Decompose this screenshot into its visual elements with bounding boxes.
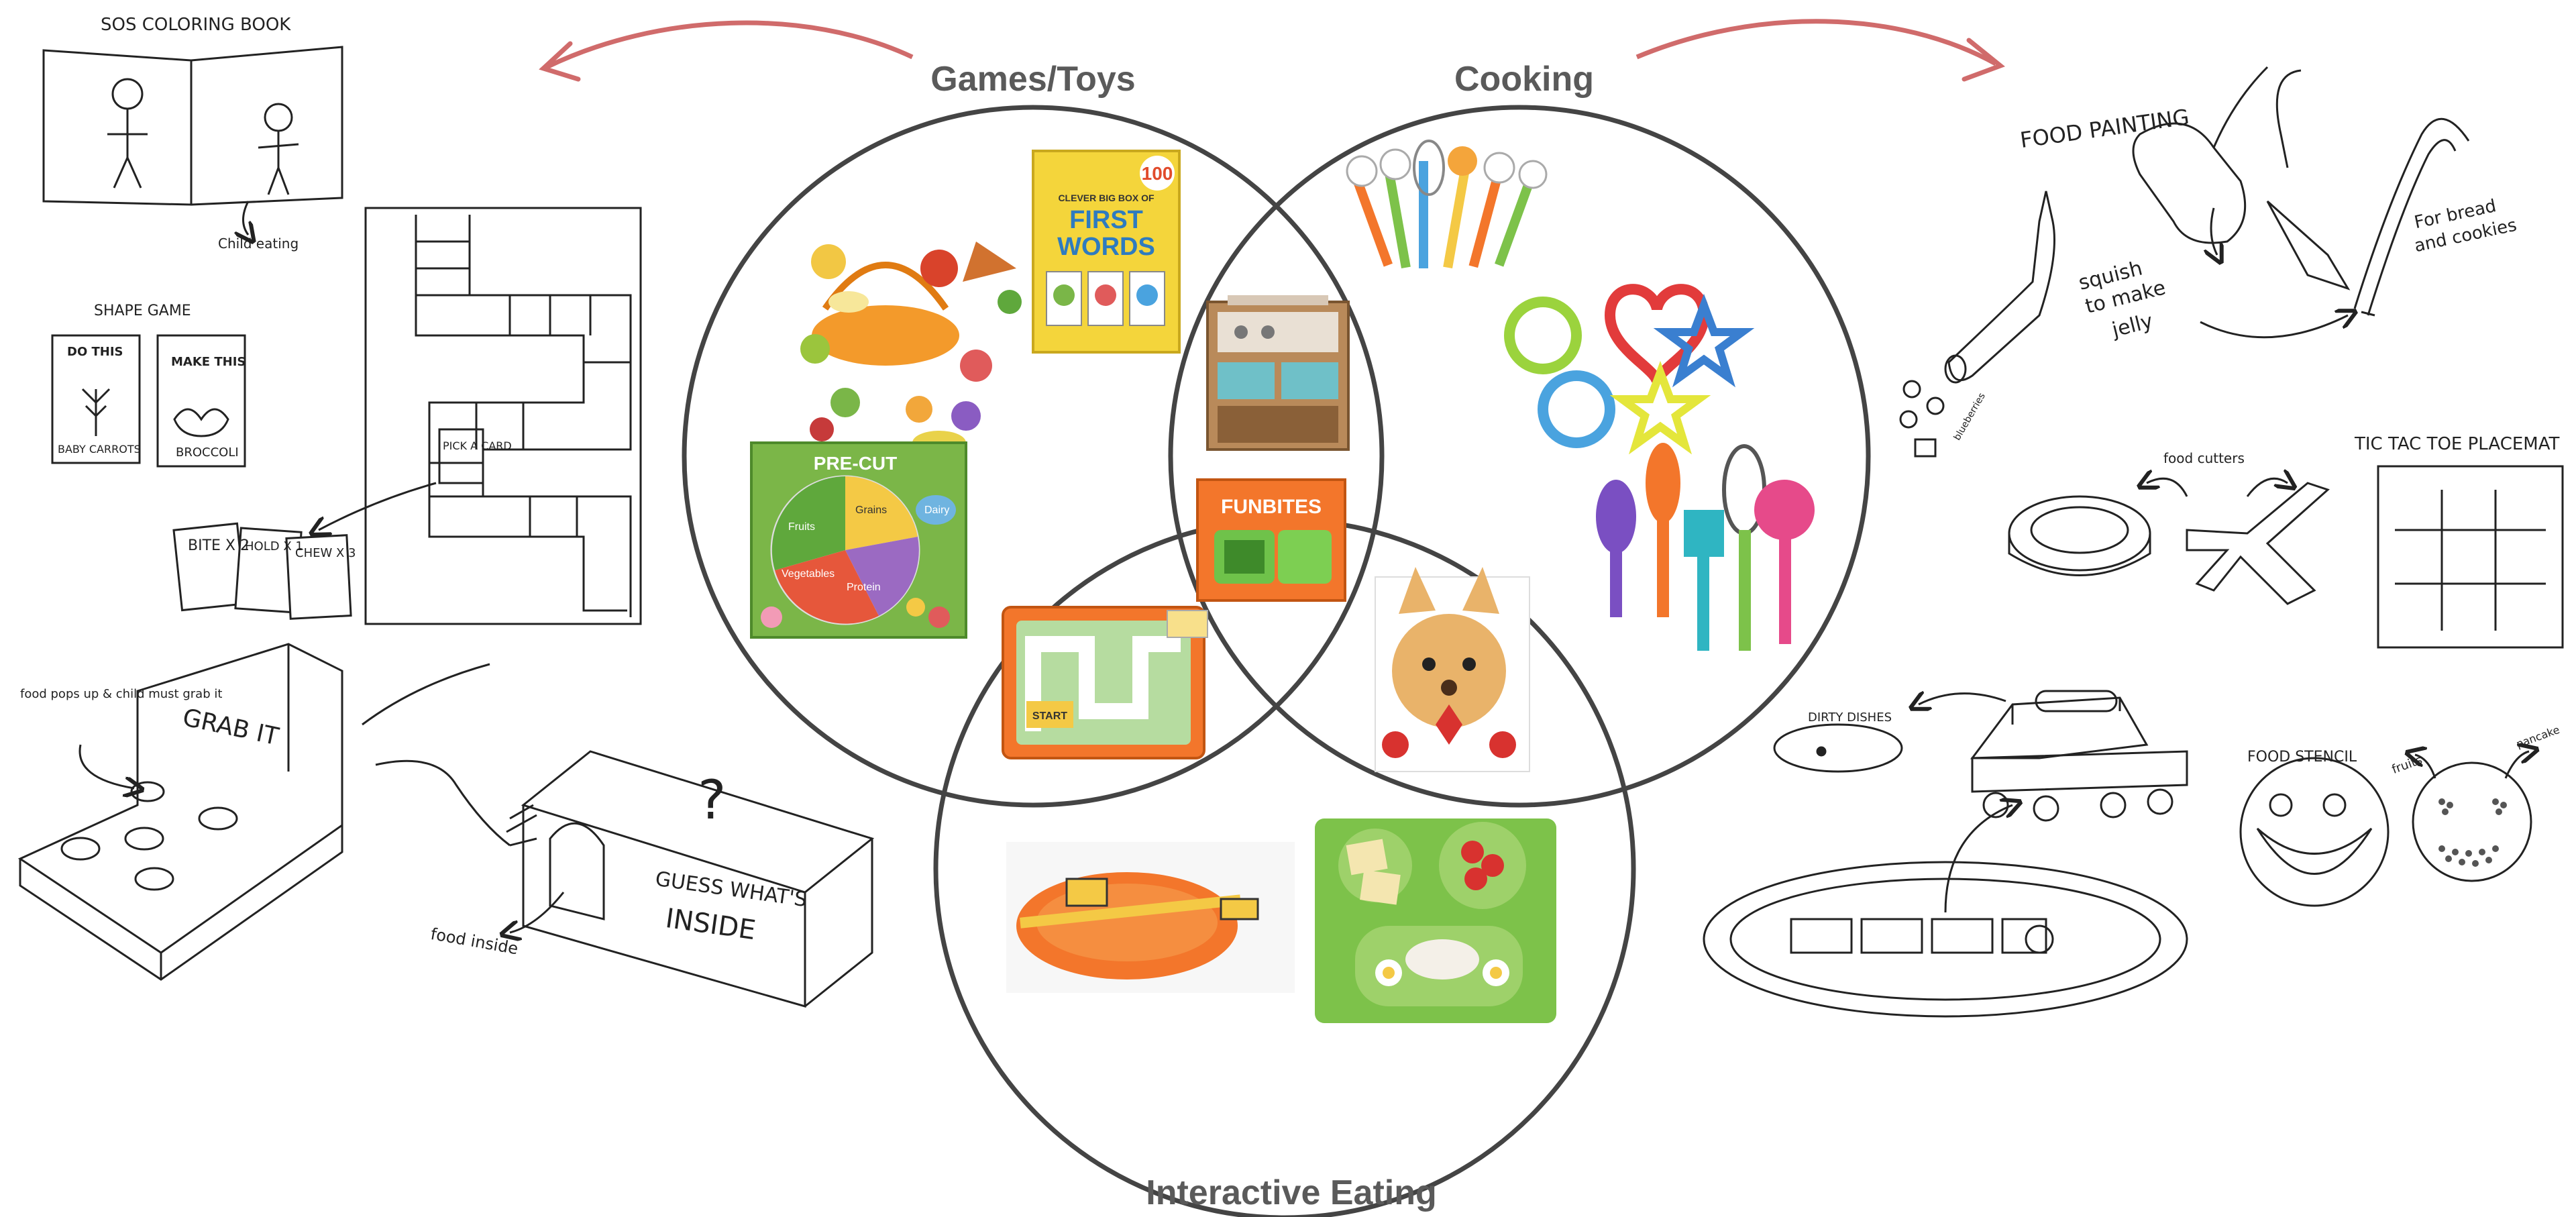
board-game-sketch (319, 207, 642, 625)
dirty-dishes-note: DIRTY DISHES (1808, 710, 1892, 725)
train-dishes-sketch (1703, 690, 2188, 1018)
venn-title-interactive-eating: Interactive Eating (1146, 1173, 1436, 1212)
venn-circle-cooking (1168, 105, 1871, 808)
guess-box-sketch (510, 750, 875, 1008)
arrow-left-red-head (539, 41, 581, 82)
product-bear-silicone-plate (1315, 818, 1556, 1023)
first-words-title-2: WORDS (1057, 233, 1155, 261)
stencil-fruits: fruits (2390, 753, 2424, 777)
toy-precut-plate: PRE-CUT Fruits Grains Vegetables Protein… (750, 441, 967, 639)
first-words-small: CLEVER BIG BOX OF (1058, 193, 1155, 203)
child-eating-note: Child eating (218, 235, 299, 252)
bite-hold-chew-cards (172, 522, 352, 620)
product-start-tray: START (1002, 606, 1208, 759)
stencil-fruit-dots (2438, 798, 2507, 867)
tic-tac-toe-sketch (2377, 465, 2564, 649)
stencil-pancake: pancake (2514, 723, 2561, 751)
product-construction-plate (1006, 842, 1295, 993)
arrow-right-red-head (1962, 38, 2005, 82)
plate-vegetables: Vegetables (782, 568, 835, 580)
product-funbites: FUNBITES (1196, 478, 1346, 602)
funbites-label: FUNBITES (1221, 496, 1322, 518)
food-cutters-note: food cutters (2163, 450, 2245, 466)
card-make-this: MAKE THIS (171, 355, 246, 369)
toy-play-kitchen (1206, 295, 1350, 451)
reaching-arm-sketch (362, 663, 537, 847)
guess-whats-inside-2: INSIDE (663, 903, 757, 946)
first-words-count: 100 (1142, 163, 1173, 184)
tray-start-label: START (1032, 710, 1067, 722)
tic-tac-toe-title: TIC TAC TOE PLACEMAT (2354, 434, 2559, 454)
card-hold: HOLD X 1 (245, 539, 303, 553)
venn-circle-games-toys (682, 105, 1385, 808)
food-inside-note: food inside (429, 924, 520, 958)
product-bear-pancake (1375, 567, 1530, 772)
plate-grains: Grains (855, 505, 887, 516)
food-stencil-sketch (2239, 751, 2531, 907)
arrow-right-red (1635, 19, 1997, 66)
venn-title-games-toys: Games/Toys (930, 60, 1135, 99)
coloring-book-sketch (42, 46, 343, 235)
product-kids-utensils (1346, 140, 1548, 269)
plate-dairy: Dairy (924, 505, 949, 516)
pick-a-card-note: PICK A CARD (443, 439, 512, 452)
card-broccoli: BROCCOLI (176, 445, 239, 460)
precut-label: PRE-CUT (814, 453, 897, 474)
shape-game-cards-sketch (51, 334, 246, 468)
arrow-left-red (545, 20, 914, 70)
product-cookie-cutters (1504, 284, 1755, 455)
grab-it-note: food pops up & child must grab it (20, 687, 222, 701)
grab-it-label: GRAB IT (180, 704, 282, 751)
card-bite: BITE X 2 (188, 537, 250, 554)
food-cutters-sketch (2008, 478, 2330, 605)
shape-game-title: SHAPE GAME (94, 303, 191, 319)
first-words-title: FIRST (1069, 206, 1143, 234)
toy-first-words-cards: 100 CLEVER BIG BOX OF FIRST WORDS (1032, 150, 1181, 354)
card-do-this: DO THIS (67, 345, 123, 359)
toy-play-food-basket (800, 242, 1022, 455)
card-chew: CHEW X 3 (295, 546, 356, 560)
plate-fruits: Fruits (788, 521, 815, 533)
sos-coloring-book-title: SOS COLORING BOOK (101, 15, 291, 35)
grab-it-box-sketch (17, 643, 343, 981)
question-mark: ? (698, 769, 726, 831)
plate-protein: Protein (847, 582, 881, 593)
venn-title-cooking: Cooking (1454, 60, 1594, 99)
food-painting-title: FOOD PAINTING (2019, 104, 2191, 153)
card-baby-carrots: BABY CARROTS (58, 443, 141, 456)
product-people-utensils (1596, 443, 1815, 651)
squish-note-3: jelly (2109, 309, 2155, 342)
blueberries-note: blueberries (1952, 391, 1988, 442)
food-painting-sketch (1899, 66, 2470, 458)
